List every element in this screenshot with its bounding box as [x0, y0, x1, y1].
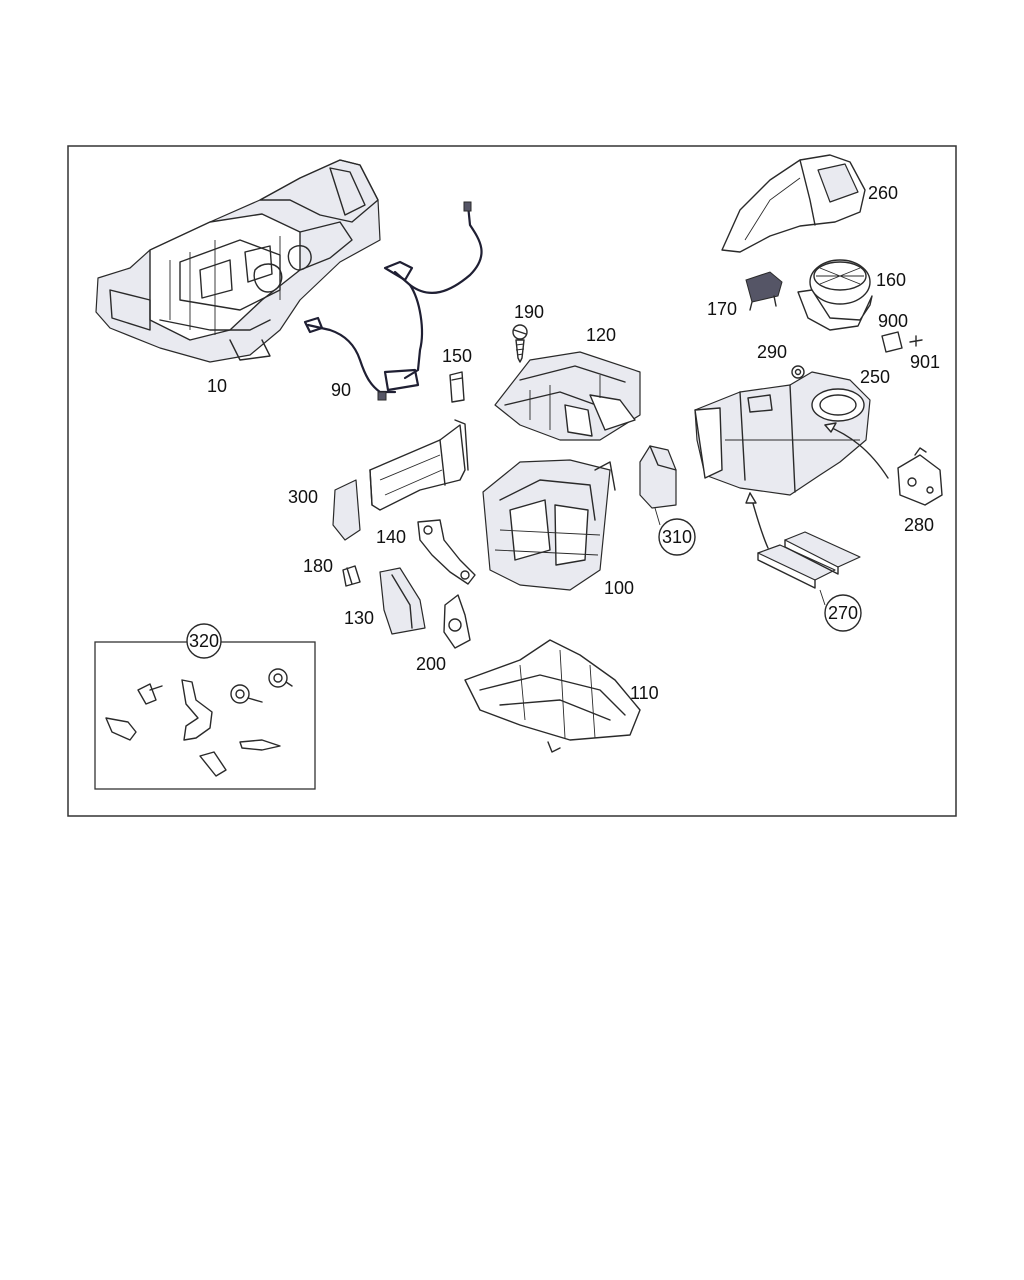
part-100-heater-housing[interactable]: [482, 459, 616, 591]
part-150-bracket[interactable]: [449, 371, 465, 403]
part-170-resistor[interactable]: [745, 271, 783, 311]
part-900-plug[interactable]: [881, 331, 903, 353]
assembly-arrows: [745, 422, 889, 549]
label-900: 900: [878, 311, 908, 331]
part-10-hvac-unit[interactable]: [95, 159, 381, 363]
label-280: 280: [904, 515, 934, 535]
callout-circle-270: [824, 594, 862, 632]
label-270: 270: [828, 603, 858, 623]
label-190: 190: [514, 302, 544, 322]
label-140: 140: [376, 527, 406, 547]
part-250-blower-housing[interactable]: [694, 371, 871, 496]
label-10: 10: [207, 376, 227, 396]
part-130-channel[interactable]: [379, 567, 426, 635]
label-260: 260: [868, 183, 898, 203]
part-270-filters[interactable]: [757, 531, 862, 632]
label-120: 120: [586, 325, 616, 345]
label-90: 90: [331, 380, 351, 400]
label-100: 100: [604, 578, 634, 598]
label-320: 320: [189, 631, 219, 651]
label-250: 250: [860, 367, 890, 387]
part-300-air-duct[interactable]: [332, 419, 469, 541]
part-160-blower-motor[interactable]: [797, 259, 873, 331]
part-901-screw[interactable]: [909, 335, 923, 347]
label-200: 200: [416, 654, 446, 674]
label-160: 160: [876, 270, 906, 290]
label-290: 290: [757, 342, 787, 362]
part-320-kit-box[interactable]: [94, 623, 316, 790]
label-300: 300: [288, 487, 318, 507]
part-290-grommet[interactable]: [791, 365, 805, 379]
label-180: 180: [303, 556, 333, 576]
label-310: 310: [662, 527, 692, 547]
part-200-actuator[interactable]: [443, 594, 471, 649]
label-901: 901: [910, 352, 940, 372]
part-120-flap-housing[interactable]: [494, 351, 641, 441]
part-140-lever[interactable]: [417, 519, 476, 585]
label-150: 150: [442, 346, 472, 366]
part-280-actuator-motor[interactable]: [897, 447, 943, 506]
label-170: 170: [707, 299, 737, 319]
part-260-duct-cover[interactable]: [721, 154, 866, 253]
label-110: 110: [630, 683, 659, 703]
part-110-lower-tray[interactable]: [464, 639, 641, 753]
part-90-wiring-harness[interactable]: [303, 201, 483, 401]
part-180-clip[interactable]: [342, 565, 361, 587]
callout-circle-310: [658, 518, 696, 556]
part-310-cover[interactable]: [639, 445, 696, 556]
callout-circle-320: [186, 623, 222, 659]
part-190-screw[interactable]: [512, 324, 528, 363]
label-130: 130: [344, 608, 374, 628]
